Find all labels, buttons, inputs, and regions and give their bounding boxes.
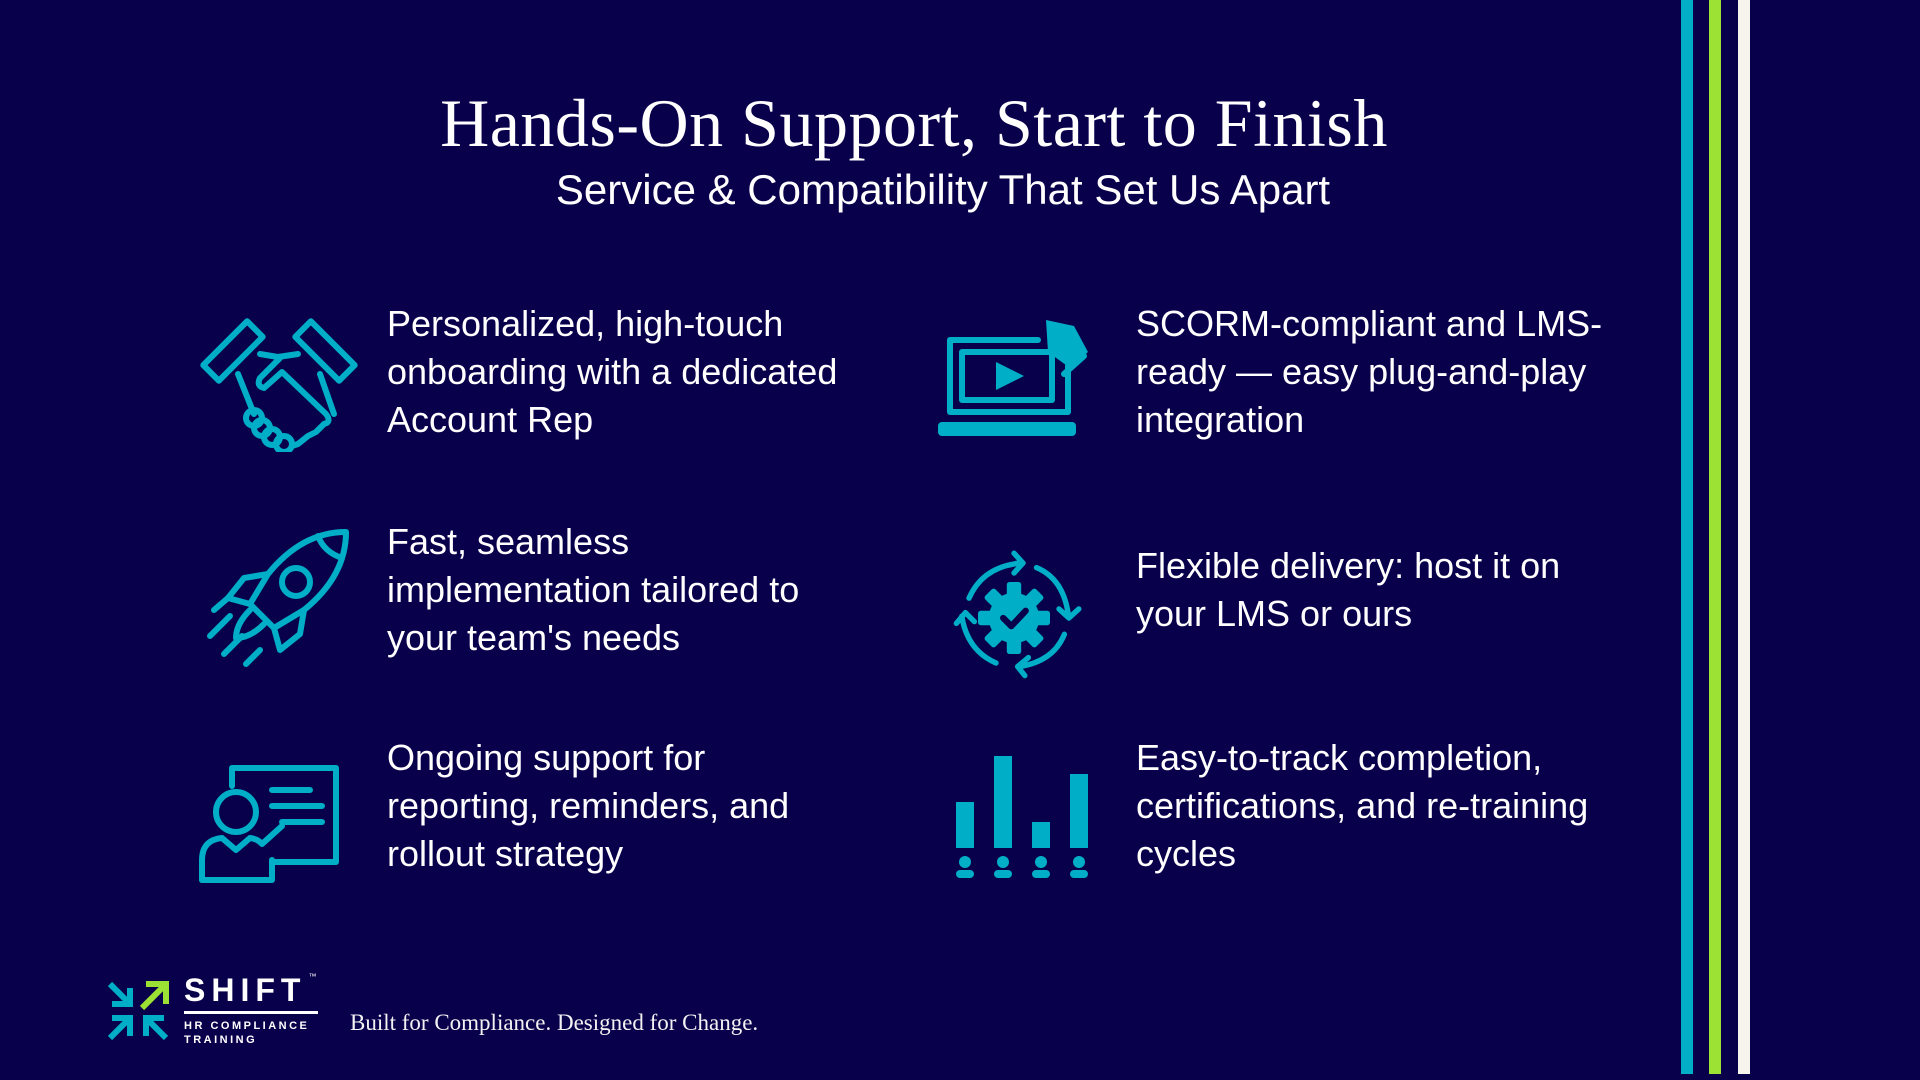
feature-text: Flexible delivery: host it on your LMS o… xyxy=(1136,545,1561,634)
feature-text: SCORM-compliant and LMS-ready — easy plu… xyxy=(1136,303,1603,440)
feature-text: Fast, seamless implementation tailored t… xyxy=(387,521,800,658)
shift-logo-arrows-icon xyxy=(107,981,169,1041)
rocket-icon xyxy=(207,529,349,667)
decorative-stripe-green xyxy=(1709,0,1721,1074)
decorative-stripe-white xyxy=(1738,0,1750,1074)
feature-text: Easy-to-track completion, certifications… xyxy=(1136,737,1589,874)
logo-subtitle: HR COMPLIANCE TRAINING xyxy=(184,1020,310,1046)
page-subtitle: Service & Compatibility That Set Us Apar… xyxy=(555,166,1331,213)
logo-divider xyxy=(184,1011,318,1014)
logo-heading: SHIFT ™ xyxy=(184,972,316,1008)
laptop-video-icon xyxy=(938,320,1088,436)
feature-text: Personalized, high-touch onboarding with… xyxy=(387,303,838,440)
feature-text: Ongoing support for reporting, reminders… xyxy=(387,737,790,874)
logo-trademark: ™ xyxy=(308,972,317,981)
tagline: Built for Compliance. Designed for Chang… xyxy=(350,1010,759,1035)
decorative-stripe-cyan xyxy=(1681,0,1693,1074)
logo-wordmark: SHIFT xyxy=(184,972,307,1008)
handshake-icon xyxy=(200,318,358,452)
presenter-icon xyxy=(199,765,339,883)
gear-cycle-icon xyxy=(953,550,1082,679)
bar-chart-people-icon xyxy=(956,756,1088,878)
page-title: Hands-On Support, Start to Finish xyxy=(440,85,1388,161)
